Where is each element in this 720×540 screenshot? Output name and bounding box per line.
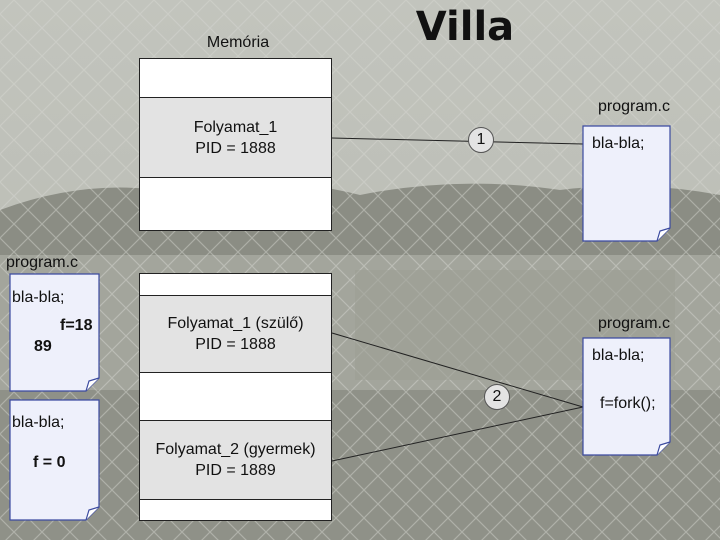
process-pid: PID = 1888 xyxy=(195,139,276,157)
doc-value-f-cont: 89 xyxy=(34,338,52,355)
page-title: Villa xyxy=(415,4,515,50)
process-block-parent: Folyamat_1 (szülő) PID = 1888 xyxy=(139,295,332,373)
memory-label: Memória xyxy=(206,34,270,51)
doc-line: bla-bla; xyxy=(592,135,645,152)
doc-filename: program.c xyxy=(6,254,79,271)
child-process-pid: PID = 1889 xyxy=(195,462,276,479)
child-process-name: Folyamat_2 (gyermek) xyxy=(155,441,316,458)
doc-line: bla-bla; xyxy=(592,347,645,364)
step-marker-2: 2 xyxy=(484,384,510,410)
document-right-bottom xyxy=(582,337,671,456)
process-name: Folyamat_1 xyxy=(193,118,278,136)
memory-block-empty xyxy=(139,499,332,521)
document-left-top xyxy=(9,273,100,392)
document-right-top xyxy=(582,125,671,242)
process-block-folyamat-1: Folyamat_1 PID = 1888 xyxy=(139,97,332,178)
step-marker-1: 1 xyxy=(468,127,494,153)
doc-line: bla-bla; xyxy=(12,414,65,431)
doc-value-f: f=18 xyxy=(60,317,93,334)
connector-line xyxy=(331,332,584,408)
doc-line-fork: f=fork(); xyxy=(600,395,656,412)
document-left-bottom xyxy=(9,399,100,521)
parent-process-name: Folyamat_1 (szülő) xyxy=(167,315,304,332)
doc-value-f: f = 0 xyxy=(33,454,66,471)
connector-line xyxy=(331,137,584,145)
doc-filename: program.c xyxy=(597,315,670,332)
doc-line: bla-bla; xyxy=(12,289,65,306)
memory-block-empty xyxy=(139,177,332,231)
process-block-child: Folyamat_2 (gyermek) PID = 1889 xyxy=(139,420,332,500)
parent-process-pid: PID = 1888 xyxy=(195,336,276,353)
connector-line xyxy=(331,406,584,462)
doc-filename: program.c xyxy=(597,98,670,115)
